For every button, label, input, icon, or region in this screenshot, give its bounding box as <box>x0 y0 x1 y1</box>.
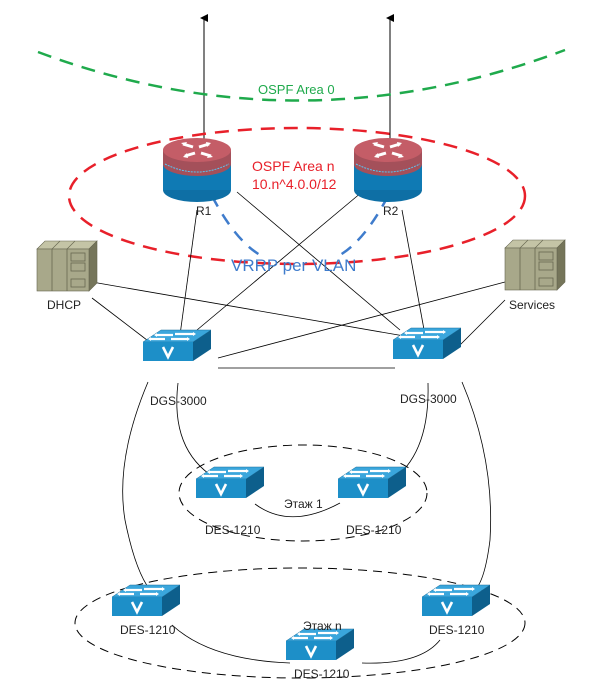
switch-desnc[interactable] <box>420 583 492 618</box>
server-services[interactable] <box>504 239 566 291</box>
ospf-arean-boundary <box>67 126 527 266</box>
switch-dgs1[interactable] <box>141 328 213 363</box>
ospf-arean-subnet: 10.n^4.0.0/12 <box>252 176 337 192</box>
switch-dgs1-label: DGS-3000 <box>150 394 207 408</box>
switch-desnb[interactable] <box>284 627 356 662</box>
server-dhcp-label: DHCP <box>47 298 81 312</box>
floor1-boundary <box>178 444 428 542</box>
vrrp-label: VRRP per VLAN <box>231 256 356 275</box>
ospf-area0-boundary <box>37 48 566 102</box>
switch-dgs2-label: DGS-3000 <box>400 392 457 406</box>
switch-des1b-label: DES-1210 <box>346 523 402 537</box>
switch-desnc-label: DES-1210 <box>429 623 485 637</box>
switch-des1a-label: DES-1210 <box>205 523 261 537</box>
floorn-label: Этаж n <box>303 619 342 633</box>
router-r1-label: R1 <box>196 204 212 218</box>
floorn-boundary <box>74 567 526 679</box>
server-services-label: Services <box>509 298 555 312</box>
router-r2[interactable] <box>352 136 424 204</box>
switch-dgs2[interactable] <box>391 326 463 361</box>
switch-desna-label: DES-1210 <box>120 623 176 637</box>
vrrp-links <box>210 195 390 257</box>
core-links <box>91 191 506 369</box>
router-r2-label: R2 <box>383 204 399 218</box>
server-dhcp[interactable] <box>36 240 98 292</box>
router-r1[interactable] <box>161 136 233 204</box>
switch-des1b[interactable] <box>336 465 408 500</box>
ospf-area0-label: OSPF Area 0 <box>258 82 335 97</box>
floor1-label: Этаж 1 <box>284 497 323 511</box>
ospf-arean-label: OSPF Area n <box>252 158 334 174</box>
switch-desnb-label: DES-1210 <box>294 667 350 680</box>
